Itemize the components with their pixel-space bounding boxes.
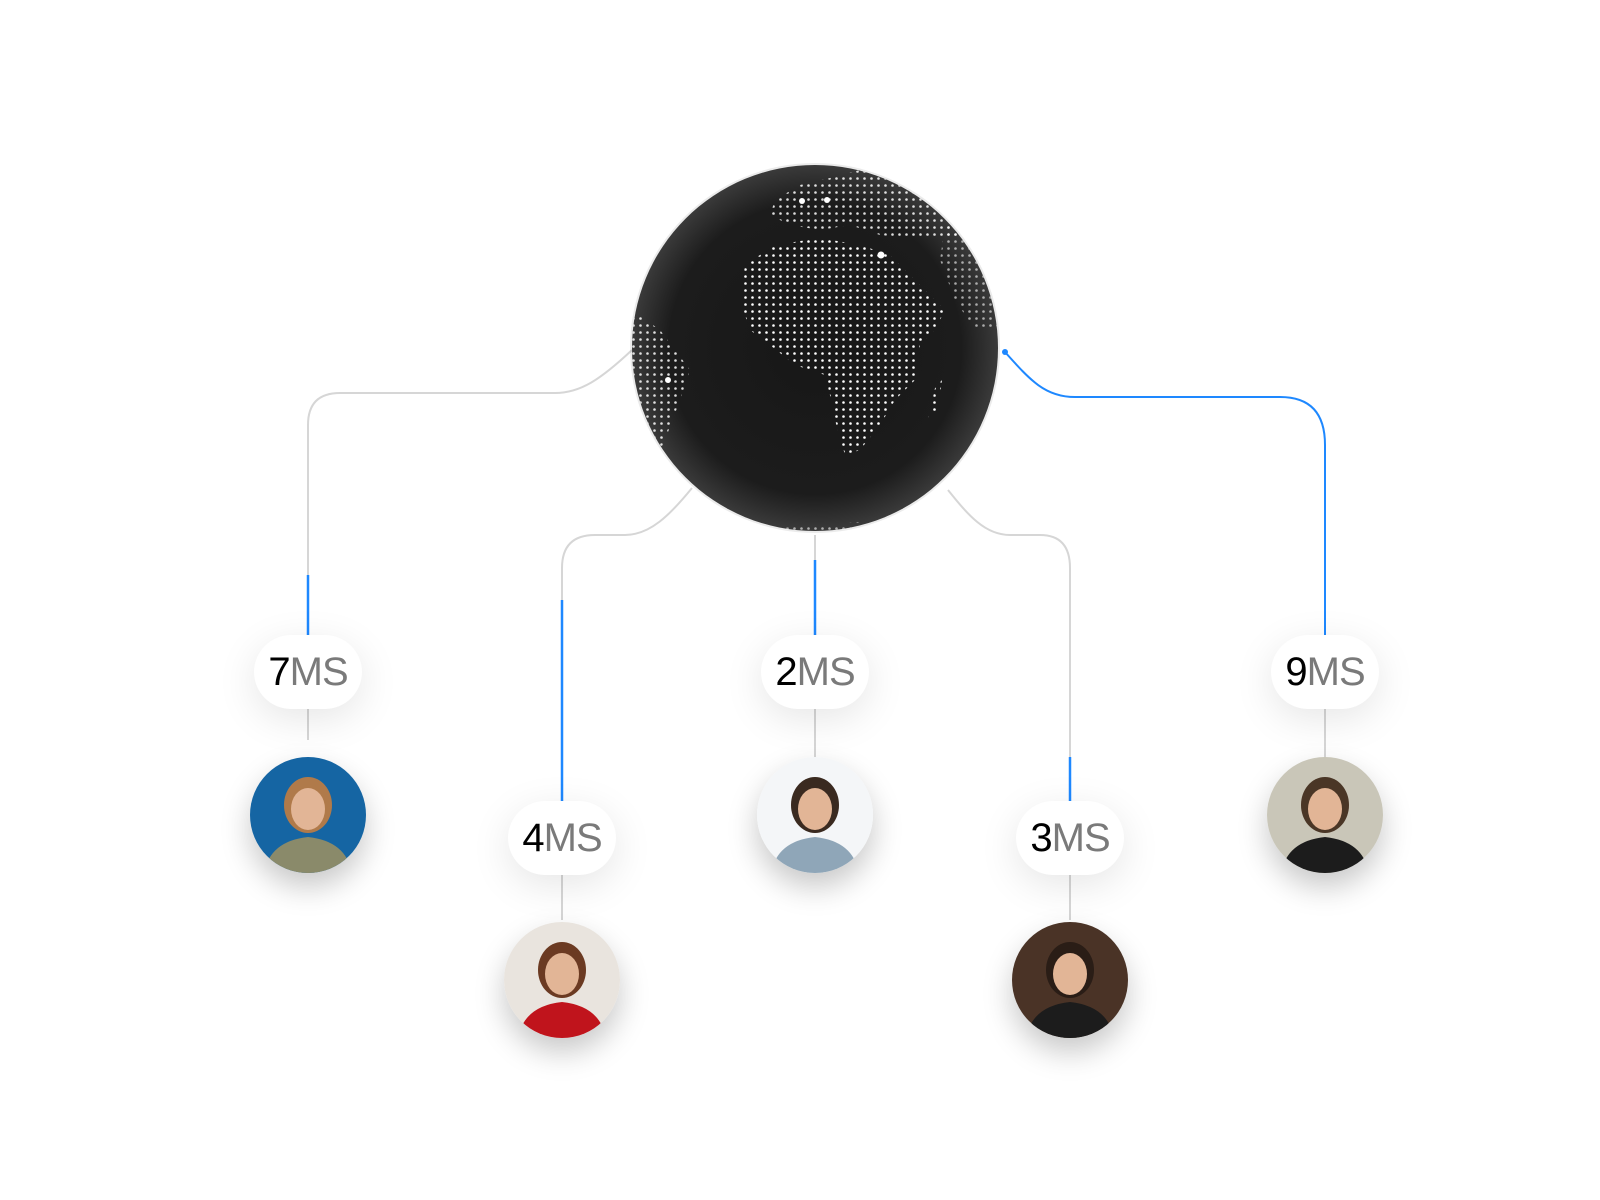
person-portrait [1267, 757, 1383, 873]
line-3ms [947, 489, 1071, 920]
person-portrait [757, 757, 873, 873]
avatar [504, 922, 620, 1038]
avatar [1012, 922, 1128, 1038]
latency-value: 7 [268, 649, 290, 694]
latency-value: 3 [1030, 815, 1052, 860]
globe-icon [630, 163, 1000, 533]
person-portrait [504, 922, 620, 1038]
avatar [250, 757, 366, 873]
line-4ms [561, 487, 693, 920]
avatar [757, 757, 873, 873]
person-portrait [1012, 922, 1128, 1038]
person-portrait [250, 757, 366, 873]
latency-value: 2 [775, 649, 797, 694]
avatar [1267, 757, 1383, 873]
latency-value: 9 [1285, 649, 1307, 694]
line-7ms [307, 349, 633, 740]
latency-value: 4 [522, 815, 544, 860]
latency-unit: MS [289, 649, 349, 694]
latency-unit: MS [1306, 649, 1366, 694]
latency-unit: MS [543, 815, 603, 860]
latency-unit: MS [796, 649, 856, 694]
line-9ms-active [1004, 351, 1326, 636]
latency-unit: MS [1051, 815, 1111, 860]
